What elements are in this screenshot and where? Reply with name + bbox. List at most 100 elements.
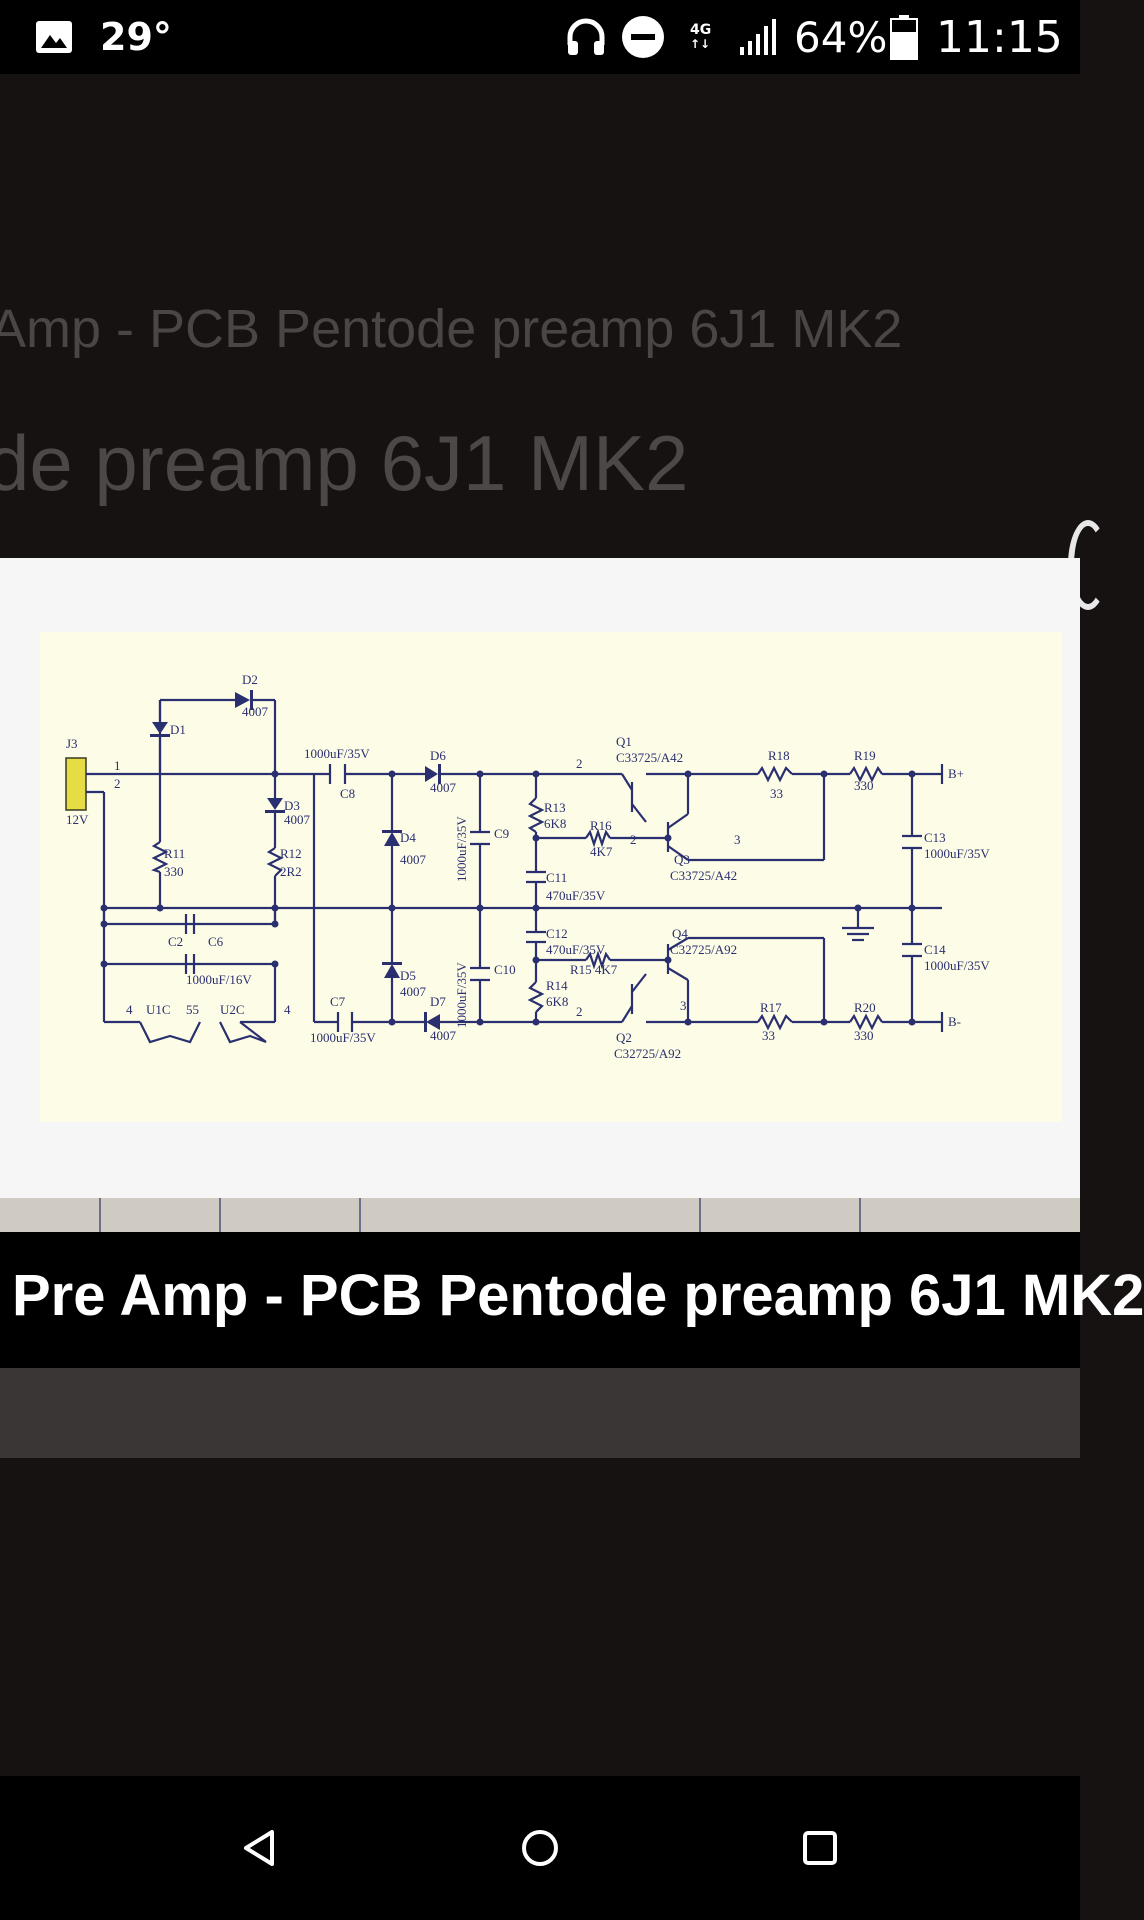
- label-c14: C14: [924, 942, 946, 957]
- data-arrows-icon: ↑↓: [690, 37, 711, 51]
- label-r17: R17: [760, 1000, 782, 1015]
- label-3a: 3: [734, 832, 741, 847]
- label-u2c: U2C: [220, 1002, 245, 1017]
- navigation-bar: [0, 1776, 1080, 1920]
- label-c11v: 470uF/35V: [546, 888, 606, 903]
- label-u1c: U1C: [146, 1002, 171, 1017]
- label-bplus: B+: [948, 766, 964, 781]
- schematic-drawing: D2 4007 D1 J3 12V 1 2 1000uF/35V C8 D6 4…: [65, 672, 990, 1061]
- back-icon: [244, 1830, 274, 1866]
- home-button[interactable]: [480, 1776, 600, 1920]
- home-icon: [522, 1830, 558, 1866]
- status-bar: 29° 4G ↑↓ 64%: [0, 0, 1080, 74]
- label-r14v: 6K8: [546, 994, 568, 1009]
- label-r11: R11: [164, 846, 185, 861]
- label-12v: 12V: [66, 812, 89, 827]
- label-c2: C2: [168, 934, 183, 949]
- label-q3: Q3: [674, 852, 690, 867]
- label-r12v: 2R2: [280, 864, 302, 879]
- label-c14v: 1000uF/35V: [924, 958, 990, 973]
- label-c13: C13: [924, 830, 946, 845]
- label-d5: D5: [400, 968, 416, 983]
- label-d1: D1: [170, 722, 186, 737]
- label-q4: Q4: [672, 926, 688, 941]
- caption-footer: [0, 1368, 1080, 1458]
- label-r12: R12: [280, 846, 302, 861]
- label-r11v: 330: [164, 864, 184, 879]
- label-q3v: C33725/A42: [670, 868, 737, 883]
- label-r18v: 33: [770, 786, 783, 801]
- label-c8v: 1000uF/35V: [304, 746, 370, 761]
- label-d3: D3: [284, 798, 300, 813]
- label-r13: R13: [544, 800, 566, 815]
- headphones-icon: [564, 0, 608, 74]
- label-r14: R14: [546, 978, 568, 993]
- label-r18: R18: [768, 748, 790, 763]
- label-r17v: 33: [762, 1028, 775, 1043]
- network-type: 4G: [690, 22, 712, 38]
- label-r13v: 6K8: [544, 816, 566, 831]
- label-r19: R19: [854, 748, 876, 763]
- background-title: Amp - PCB Pentode preamp 6J1 MK2: [0, 299, 903, 359]
- label-4b: 4: [284, 1002, 291, 1017]
- label-c12: C12: [546, 926, 568, 941]
- label-d6: D6: [430, 748, 446, 763]
- label-4a: 4: [126, 1002, 133, 1017]
- label-c10: C10: [494, 962, 516, 977]
- label-2b: 2: [630, 832, 637, 847]
- clock: 11:15: [936, 11, 1063, 63]
- label-pin2: 2: [114, 776, 121, 791]
- battery-percent: 64%: [794, 12, 888, 62]
- label-c6v: 1000uF/16V: [186, 972, 252, 987]
- label-q1v: C33725/A42: [616, 750, 683, 765]
- label-c6: C6: [208, 934, 224, 949]
- label-r16v: 4K7: [590, 844, 613, 859]
- label-c7: C7: [330, 994, 346, 1009]
- recents-icon: [803, 1831, 837, 1865]
- label-r16: R16: [590, 818, 612, 833]
- label-c7v: 1000uF/35V: [310, 1030, 376, 1045]
- label-d2v: 4007: [242, 704, 269, 719]
- do-not-disturb-icon: [620, 0, 666, 74]
- label-c9v: 1000uF/35V: [454, 816, 469, 882]
- label-d4: D4: [400, 830, 416, 845]
- label-j3: J3: [66, 736, 78, 751]
- label-c11: C11: [546, 870, 567, 885]
- label-q1: Q1: [616, 734, 632, 749]
- temperature: 29°: [100, 15, 172, 59]
- label-r19v: 330: [854, 778, 874, 793]
- label-r20v: 330: [854, 1028, 874, 1043]
- label-r20: R20: [854, 1000, 876, 1015]
- blurred-image-strip: [0, 1198, 1080, 1232]
- label-3b: 3: [680, 998, 687, 1013]
- label-d3v: 4007: [284, 812, 311, 827]
- label-q2v: C32725/A92: [614, 1046, 681, 1061]
- signal-icon: [738, 0, 778, 74]
- label-c8: C8: [340, 786, 355, 801]
- background-title-large: de preamp 6J1 MK2: [0, 419, 689, 507]
- label-c10v: 1000uF/35V: [454, 962, 469, 1028]
- label-55: 55: [186, 1002, 199, 1017]
- label-d4v: 4007: [400, 852, 427, 867]
- label-2a: 2: [576, 756, 583, 771]
- image-caption[interactable]: Pre Amp - PCB Pentode preamp 6J1 MK2: [12, 1263, 1144, 1328]
- label-c13v: 1000uF/35V: [924, 846, 990, 861]
- label-d6v: 4007: [430, 780, 457, 795]
- label-c9: C9: [494, 826, 509, 841]
- label-r15: R15 4K7: [570, 962, 618, 977]
- label-d5v: 4007: [400, 984, 427, 999]
- schematic-image[interactable]: D2 4007 D1 J3 12V 1 2 1000uF/35V C8 D6 4…: [40, 632, 1062, 1122]
- battery-icon: [890, 0, 918, 74]
- label-pin1: 1: [114, 758, 121, 773]
- label-2c: 2: [576, 1004, 583, 1019]
- label-c12v: 470uF/35V: [546, 942, 606, 957]
- caption-bar: Pre Amp - PCB Pentode preamp 6J1 MK2: [0, 1232, 1144, 1368]
- image-icon: [34, 0, 74, 74]
- label-q2: Q2: [616, 1030, 632, 1045]
- back-button[interactable]: [200, 1776, 320, 1920]
- label-bminus: B-: [948, 1014, 961, 1029]
- recents-button[interactable]: [760, 1776, 880, 1920]
- label-d2: D2: [242, 672, 258, 687]
- label-d7: D7: [430, 994, 446, 1009]
- label-d7v: 4007: [430, 1028, 457, 1043]
